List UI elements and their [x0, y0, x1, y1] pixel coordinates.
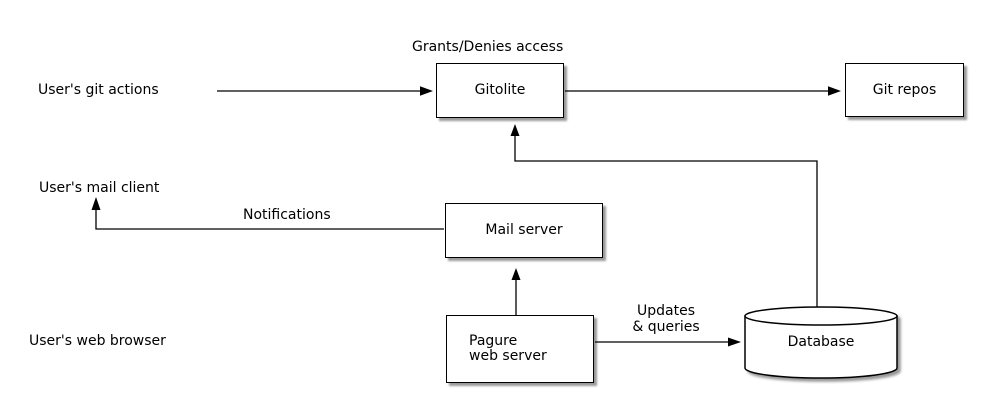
edge-pagure-to-mail-server — [511, 268, 521, 315]
label-users-web-browser: User's web browser — [29, 333, 166, 349]
edge-git-actions-to-gitolite — [217, 86, 433, 96]
mail-server-node: Mail server — [445, 203, 603, 258]
git-repos-node: Git repos — [845, 63, 964, 117]
pagure-label: Pagure web server — [469, 333, 547, 364]
mail-server-label: Mail server — [485, 222, 563, 238]
gitolite-label: Gitolite — [474, 82, 526, 98]
label-users-git-actions: User's git actions — [38, 82, 159, 98]
git-repos-label: Git repos — [872, 81, 937, 98]
label-users-mail-client: User's mail client — [39, 180, 160, 196]
edge-database-to-gitolite — [510, 124, 818, 308]
label-updates-queries: Updates & queries — [632, 303, 700, 335]
gitolite-node: Gitolite — [436, 63, 564, 118]
edge-pagure-to-database — [595, 337, 741, 347]
label-notifications: Notifications — [243, 207, 331, 223]
edge-gitolite-to-git-repos — [565, 86, 841, 96]
database-cylinder — [744, 306, 898, 379]
database-label: Database — [787, 334, 855, 350]
edge-mail-server-to-mail-client — [91, 197, 444, 230]
label-grants-denies-access: Grants/Denies access — [412, 39, 564, 55]
pagure-web-server-node: Pagure web server — [446, 315, 594, 383]
